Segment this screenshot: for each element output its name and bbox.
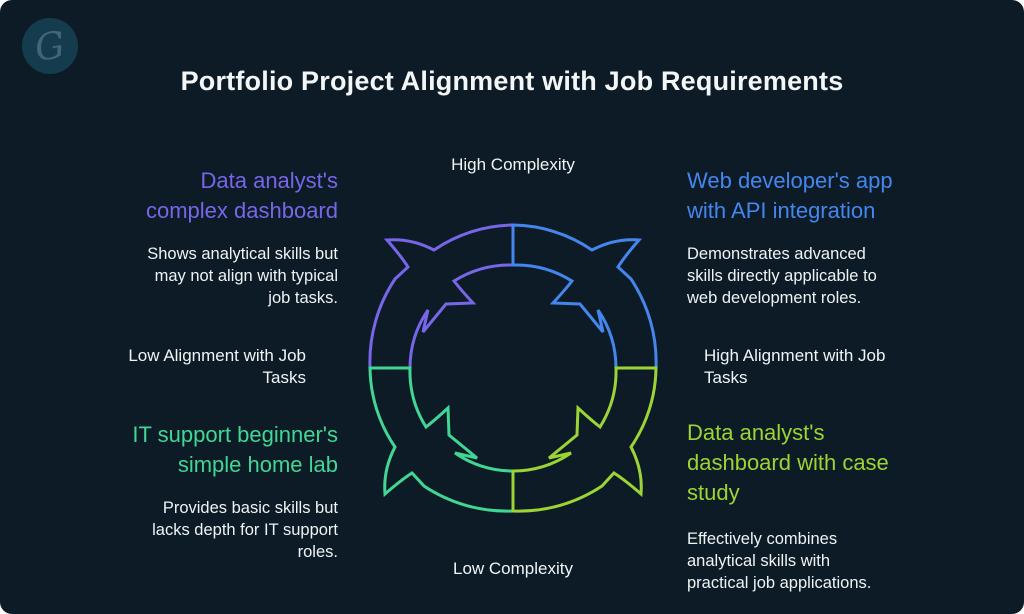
arrow-bottom-right [511, 366, 658, 513]
label-high-alignment: High Alignment with Job Tasks [704, 346, 886, 387]
arrow-top-left [368, 223, 515, 370]
arrow-bottom-left [368, 366, 515, 513]
heading-data-analyst-case-study: Data analyst's dashboard with case study [687, 420, 889, 505]
arrow-top-right [511, 223, 658, 370]
page-title: Portfolio Project Alignment with Job Req… [180, 66, 844, 96]
heading-data-analyst-complex-dashboard: Data analyst's complex dashboard [145, 168, 338, 223]
axis-label-low-complexity: Low Complexity [453, 559, 573, 578]
heading-it-support-home-lab: IT support beginner's simple home lab [132, 422, 338, 477]
heading-web-developer-app: Web developer's app with API integration [687, 168, 893, 223]
body-web-developer-app: Demonstrates advanced skills directly ap… [687, 245, 877, 307]
label-low-alignment: Low Alignment with Job Tasks [128, 346, 306, 387]
body-it-support-home-lab: Provides basic skills but lacks depth fo… [152, 499, 338, 561]
brand-logo: G [22, 18, 78, 74]
quadrant-cycle-diagram [368, 223, 658, 513]
body-data-analyst-case-study: Effectively combines analytical skills w… [687, 530, 872, 592]
axis-label-high-complexity: High Complexity [451, 155, 575, 174]
body-data-analyst-complex-dashboard: Shows analytical skills but may not alig… [147, 245, 338, 307]
logo-monogram-icon: G [32, 22, 68, 70]
